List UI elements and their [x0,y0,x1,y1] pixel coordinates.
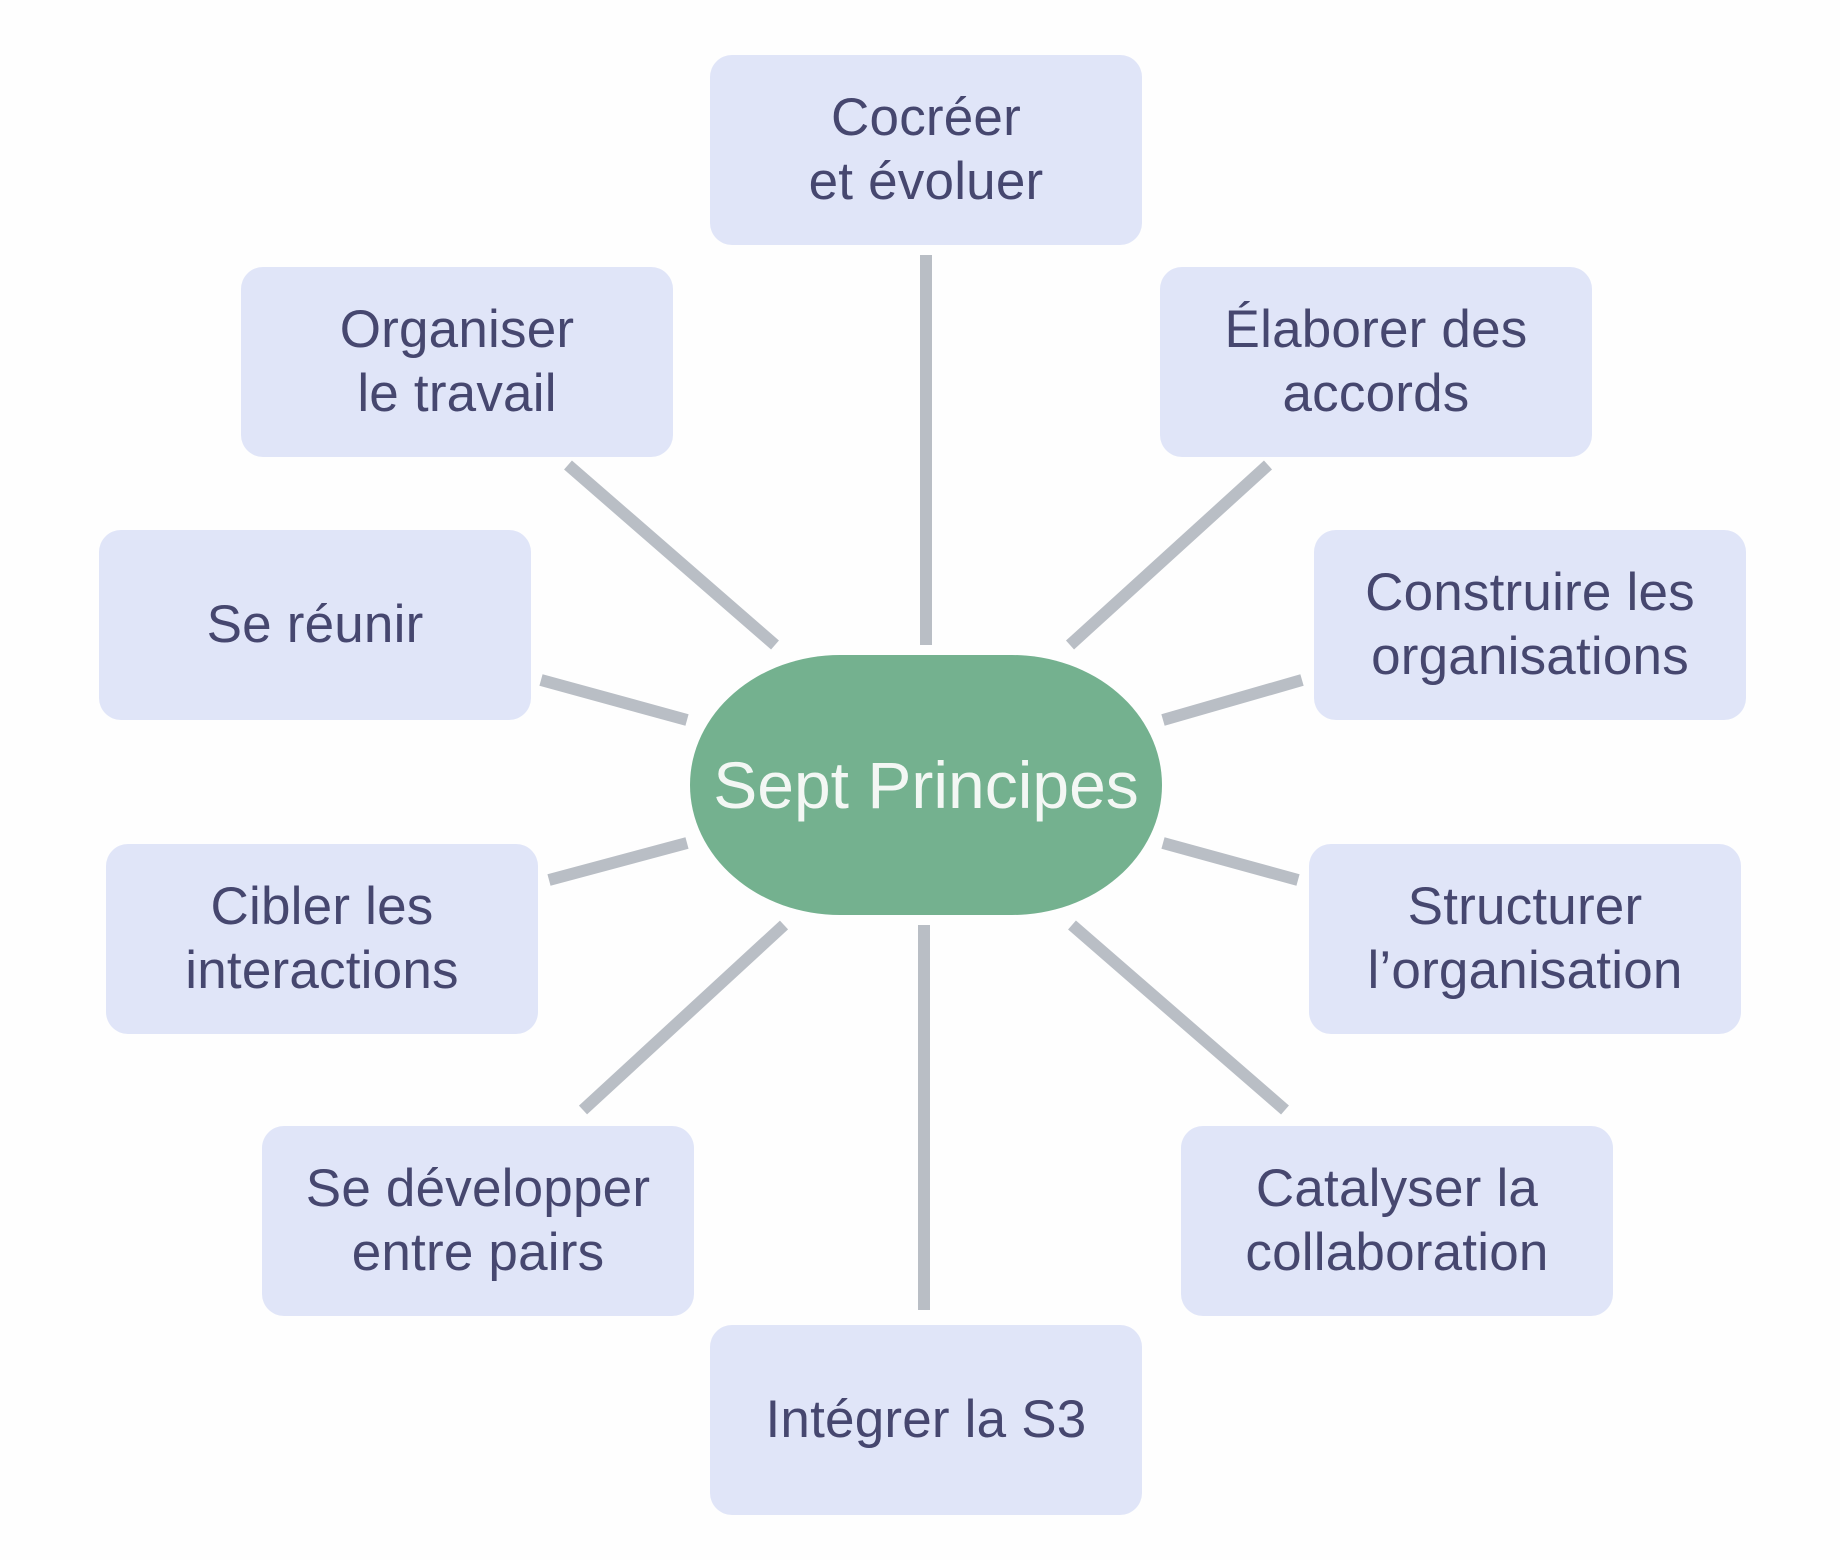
connector-cibler [547,837,689,886]
node-label-line-1: Construire les [1365,563,1695,622]
node-label-line-2: interactions [185,941,459,1000]
node-label-line-1: Élaborer des [1224,300,1528,359]
node-label-line-1: Structurer [1407,877,1643,936]
connector-structurer [1161,837,1300,886]
node-catalyser-la-collaboration: Catalyser la collaboration [1181,1126,1613,1316]
node-se-developper-entre-pairs: Se développer entre pairs [262,1126,694,1316]
node-label-line-2: le travail [357,364,557,423]
node-label-line-2: l’organisation [1367,941,1683,1000]
node-label-line-2: organisations [1371,627,1689,686]
node-label-line-1: Catalyser la [1255,1159,1539,1218]
connector-elaborer [1065,460,1273,650]
node-construire-les-organisations: Construire les organisations [1314,530,1746,720]
node-cibler-les-interactions: Cibler les interactions [106,844,538,1034]
connector-catalyser [1068,920,1289,1115]
node-label-line-2: et évoluer [808,152,1044,211]
node-se-reunir: Se réunir [99,530,531,720]
node-elaborer-des-accords: Élaborer des accords [1160,267,1592,457]
node-cocreer-et-evoluer: Cocréer et évoluer [710,55,1142,245]
node-structurer-l-organisation: Structurer l’organisation [1309,844,1741,1034]
node-label-line-1: Organiser [339,300,575,359]
central-node: Sept Principes [690,655,1162,915]
connector-construire [1161,674,1304,726]
node-label-line-2: accords [1282,364,1470,423]
node-organiser-le-travail: Organiser le travail [241,267,673,457]
node-label-line-1: Se développer [305,1159,651,1218]
node-label-line-2: entre pairs [351,1223,605,1282]
node-label-line-1: Intégrer la S3 [765,1390,1087,1449]
node-label-line-2: collaboration [1245,1223,1549,1282]
node-label-line-1: Cibler les [210,877,434,936]
central-node-label: Sept Principes [713,748,1139,822]
connector-developper [578,920,789,1115]
node-integrer-la-s3: Intégrer la S3 [710,1325,1142,1515]
connector-reunir [539,674,689,726]
node-label-line-1: Se réunir [206,595,424,654]
connector-organiser [564,460,779,650]
node-label-line-1: Cocréer [831,88,1021,147]
